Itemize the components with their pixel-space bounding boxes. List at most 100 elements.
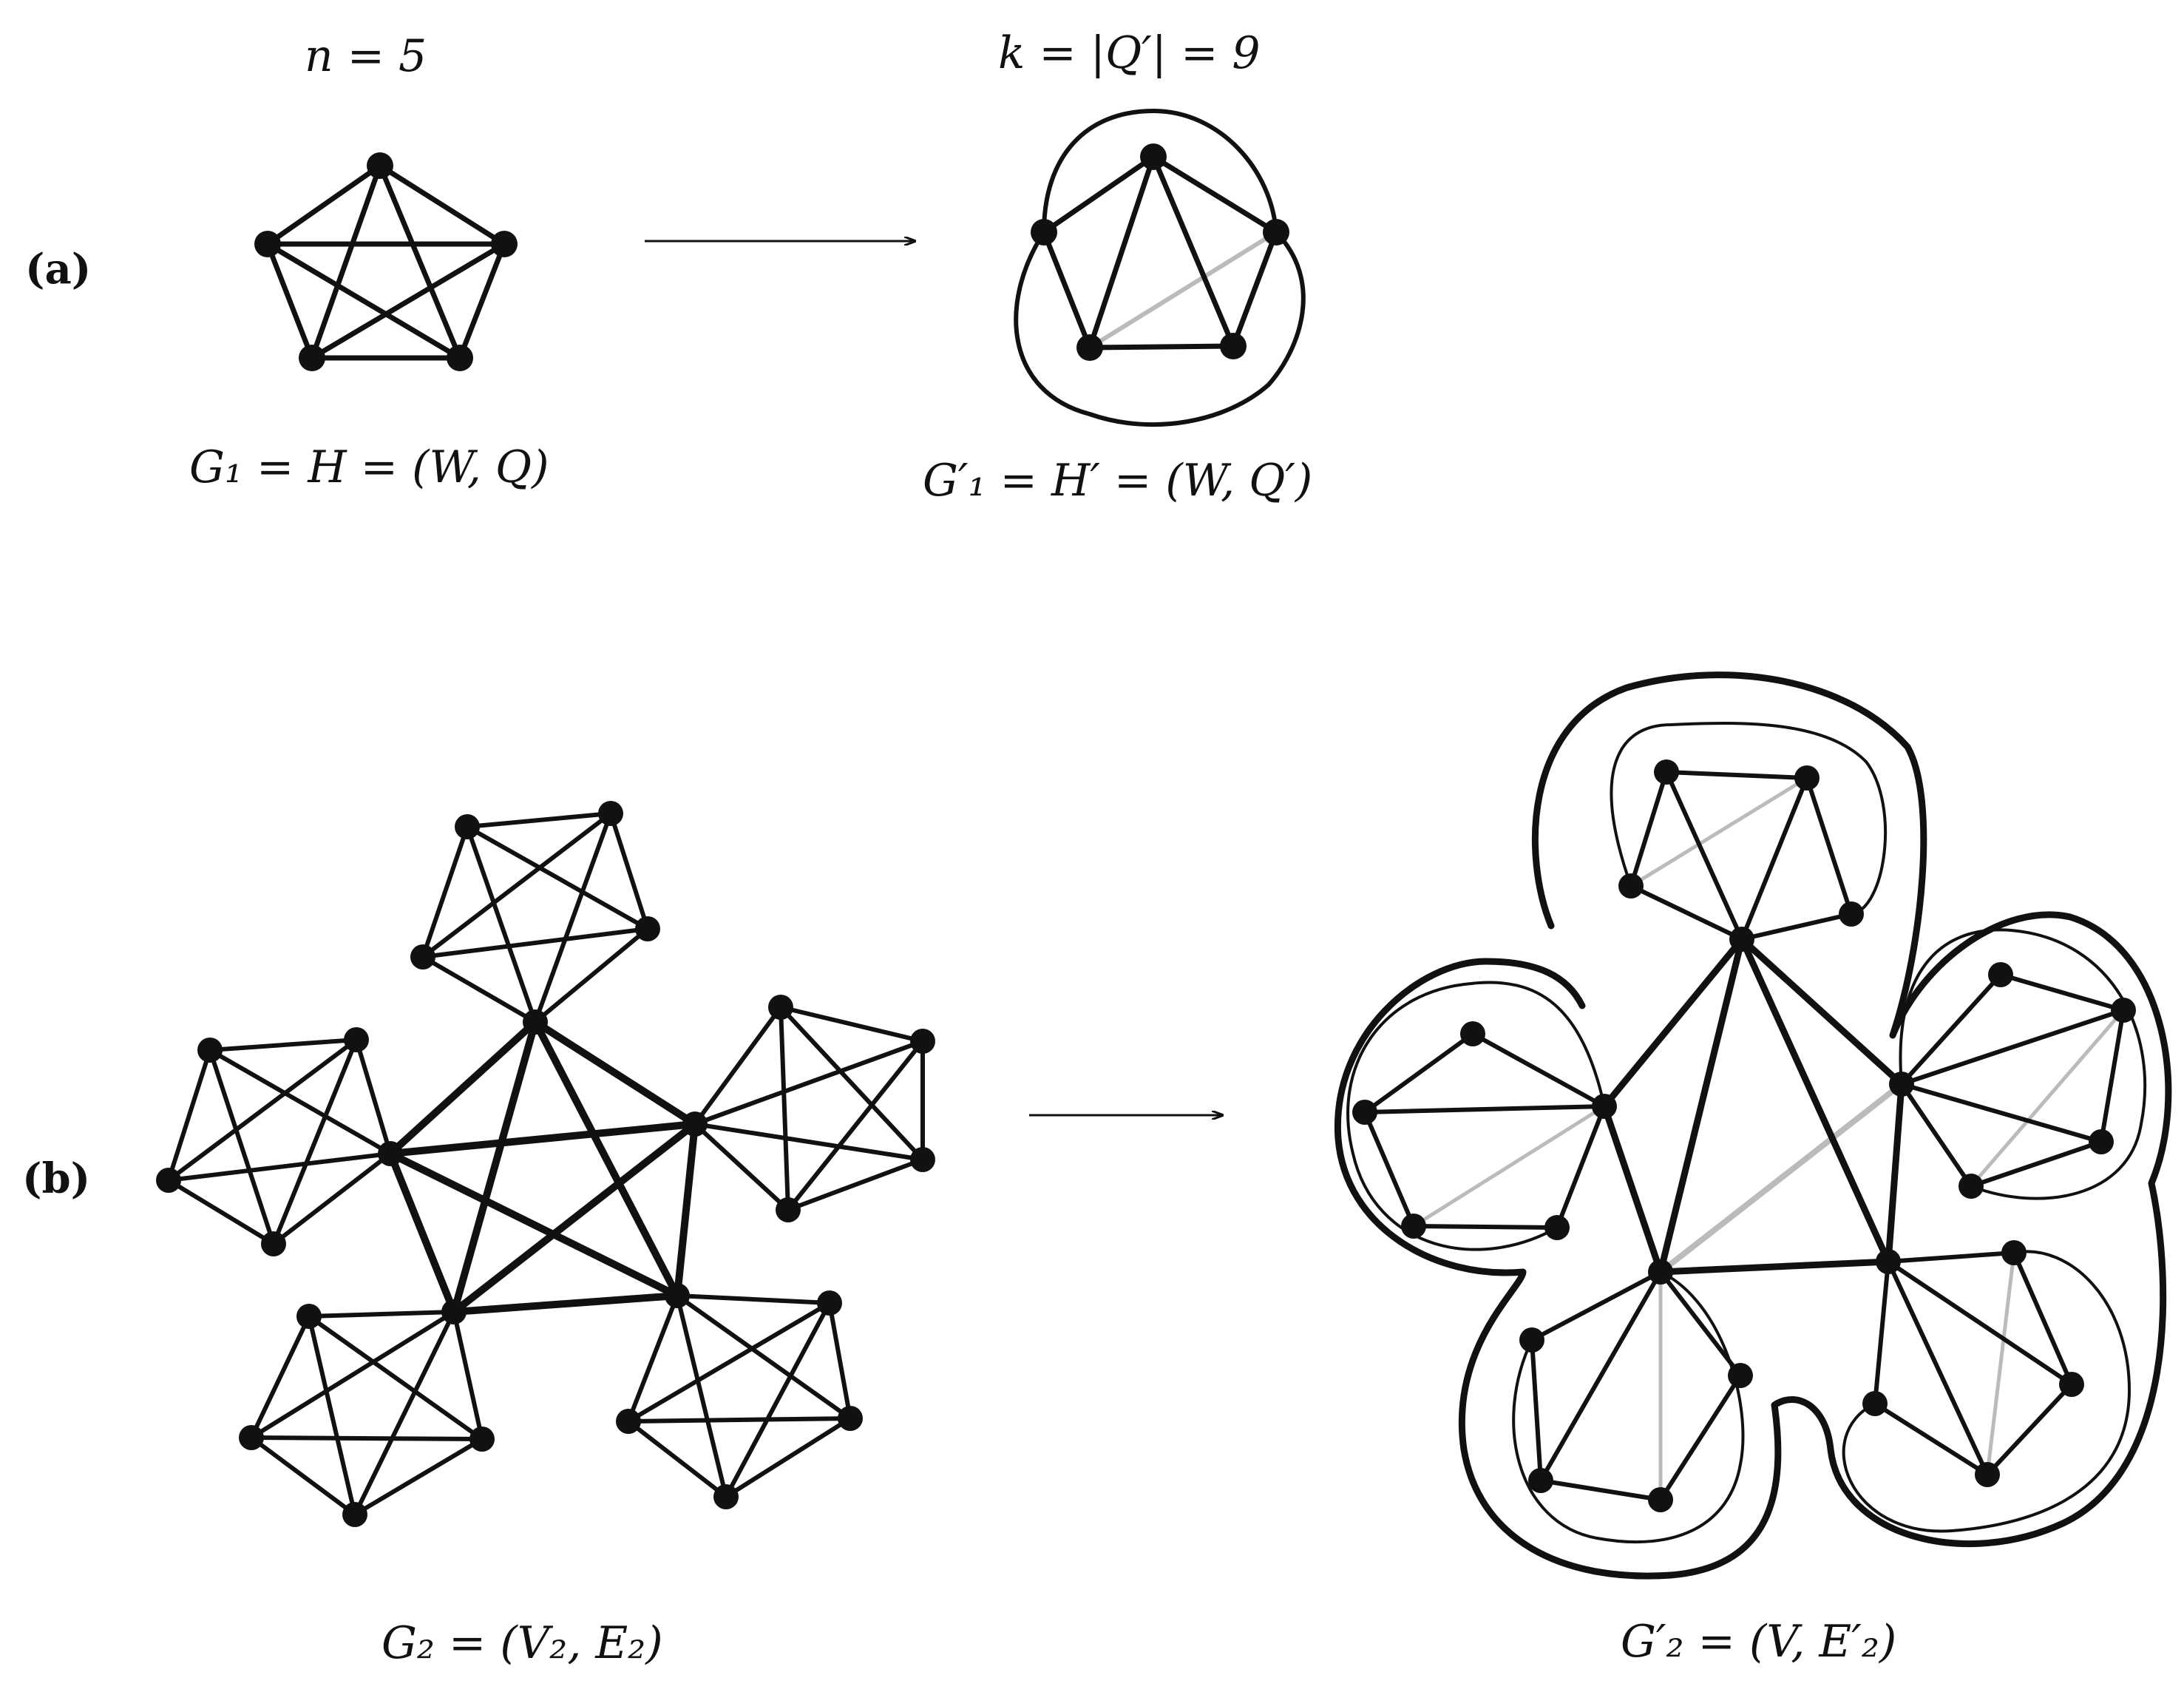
- k5-vertex: [1654, 759, 1679, 785]
- edge: [1886, 1259, 2074, 1387]
- removed-edge: [1088, 230, 1278, 350]
- k5-vertex: [378, 1141, 403, 1166]
- edge: [1899, 972, 2003, 1086]
- k5-vertex: [1519, 1327, 1544, 1353]
- k5-vertex: [635, 916, 660, 941]
- edge: [307, 1314, 357, 1517]
- k5-vertex: [1729, 927, 1754, 952]
- k5-vertex: [1975, 1462, 2000, 1487]
- n-caption: n = 5: [305, 30, 427, 82]
- k5-vertex: [1401, 1214, 1426, 1239]
- k5-vertex: [1839, 901, 1864, 927]
- removed-edge: [1658, 1081, 1905, 1275]
- edge: [1601, 1103, 1664, 1276]
- g2-prime-caption: G′₂ = (V, E′₂): [1621, 1616, 1897, 1668]
- k5-vertex: [1959, 1174, 1984, 1199]
- edge: [786, 1039, 925, 1212]
- edge: [271, 1038, 359, 1246]
- edge: [450, 1120, 699, 1316]
- edge: [626, 1301, 832, 1424]
- edge: [1899, 1008, 2126, 1086]
- edge: [387, 1120, 699, 1157]
- hyperedge-loop: [1899, 928, 2147, 1200]
- removed-edge: [1985, 1251, 2016, 1477]
- k5-vertex: [713, 1484, 739, 1509]
- k5-vertex: [1076, 334, 1103, 361]
- k5-vertex: [1728, 1363, 1753, 1388]
- k5-vertex: [1528, 1468, 1553, 1493]
- edge: [626, 1416, 852, 1424]
- k5-vertex: [1862, 1391, 1888, 1416]
- k5-vertex: [1618, 873, 1644, 899]
- k5-vertex: [491, 231, 518, 257]
- edge: [1539, 1270, 1663, 1483]
- edge: [249, 1310, 456, 1440]
- edge: [675, 1293, 832, 1305]
- edge: [1658, 1373, 1743, 1502]
- k5-vertex: [910, 1147, 935, 1172]
- edge: [387, 1018, 539, 1157]
- edge: [1873, 1401, 1990, 1477]
- edge: [1150, 154, 1236, 349]
- edge: [626, 1419, 728, 1499]
- edge: [166, 1151, 393, 1182]
- edge: [1411, 1224, 1559, 1230]
- edge: [309, 163, 383, 361]
- edge: [693, 1039, 925, 1126]
- edge: [533, 927, 650, 1024]
- g1-caption: G₁ = H = (W, Q): [189, 441, 549, 493]
- edge: [1738, 935, 1892, 1265]
- edge: [693, 1122, 790, 1212]
- hyperedge-loop: [1842, 1250, 2131, 1533]
- k5-vertex: [1889, 1072, 1914, 1097]
- edge: [693, 1122, 925, 1162]
- k-caption: k = |Q′| = 9: [998, 27, 1261, 79]
- edge: [533, 811, 613, 1024]
- edge: [1087, 343, 1236, 351]
- edge: [1601, 935, 1746, 1110]
- edge: [1738, 935, 1905, 1088]
- k5-vertex: [910, 1029, 935, 1054]
- edge: [1886, 1259, 1990, 1477]
- edge: [1885, 1080, 1905, 1265]
- k5-vertex: [1544, 1215, 1570, 1240]
- edge: [779, 1005, 925, 1162]
- panel-a-diagram: [254, 109, 1306, 427]
- edge: [1899, 1082, 2103, 1144]
- hyperedge-loop: [1042, 109, 1278, 234]
- edge: [309, 241, 507, 361]
- k5-vertex: [239, 1425, 264, 1450]
- edge: [1363, 1032, 1475, 1114]
- edge: [421, 927, 650, 959]
- edge: [724, 1301, 832, 1499]
- k5-vertex: [523, 1009, 548, 1035]
- edge: [208, 1048, 393, 1156]
- edge: [1969, 1140, 2103, 1188]
- k5-vertex: [469, 1427, 495, 1452]
- edge: [387, 1150, 681, 1299]
- edge: [1657, 1258, 1892, 1276]
- edge: [450, 1292, 681, 1316]
- edge: [166, 1048, 212, 1182]
- k5-vertex: [296, 1304, 322, 1329]
- k5-vertex: [447, 345, 473, 371]
- edge: [465, 825, 650, 931]
- edge: [1150, 154, 1279, 235]
- k5-vertex: [344, 1027, 369, 1052]
- panel-b-diagram: [156, 671, 2172, 1580]
- k5-vertex: [299, 345, 325, 371]
- k5-vertex: [1460, 1021, 1485, 1046]
- k5-vertex: [838, 1406, 863, 1431]
- edge: [2012, 1251, 2074, 1387]
- k5-vertex: [768, 995, 793, 1020]
- edge: [354, 1038, 393, 1156]
- edge: [249, 1435, 484, 1441]
- g1-prime-caption: G′₁ = H′ = (W, Q′): [923, 455, 1313, 507]
- edge: [2099, 1008, 2126, 1144]
- edge: [1899, 1082, 1973, 1188]
- k5-vertex: [342, 1502, 367, 1527]
- edge: [1629, 770, 1669, 888]
- edge: [626, 1293, 679, 1424]
- edge: [465, 811, 613, 829]
